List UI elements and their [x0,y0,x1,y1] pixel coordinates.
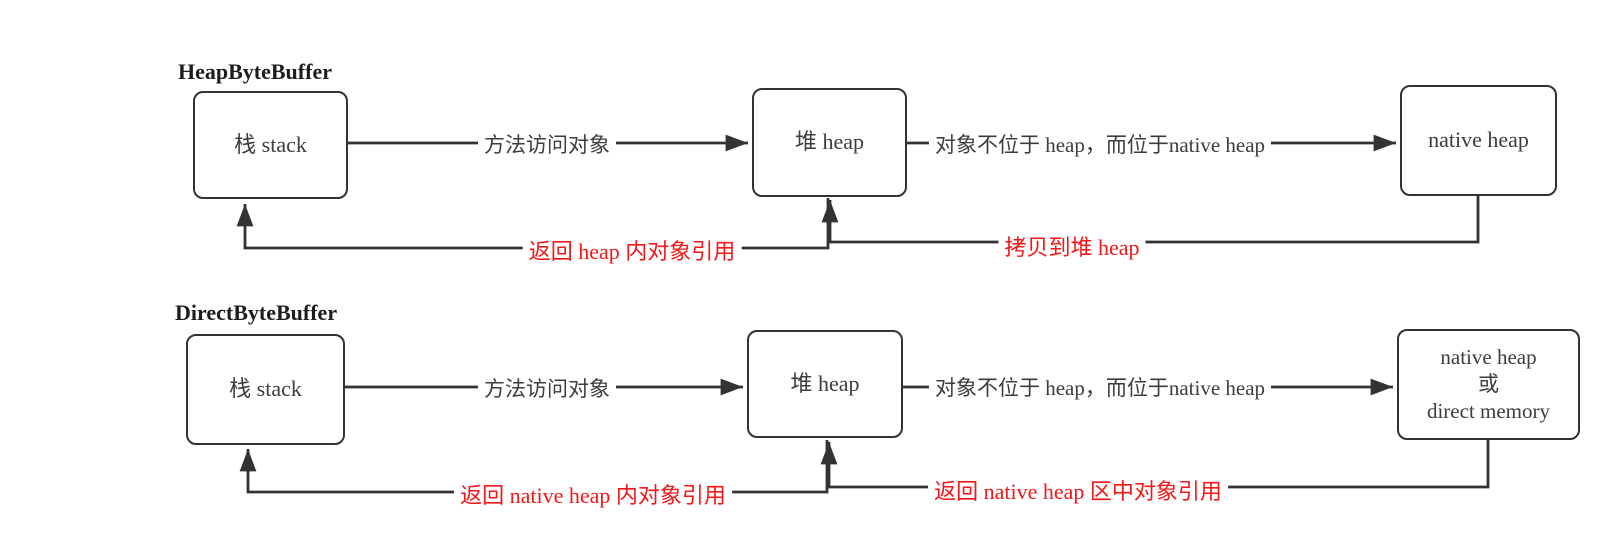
edge-label-return-native-ref-bottom: 返回 native heap 内对象引用 [454,477,732,511]
box-heap-bottom: 堆 heap [747,330,903,438]
edge-label-method-access-bottom: 方法访问对象 [478,372,616,404]
title-directbytebuffer: DirectByteBuffer [175,300,338,325]
title-heapbytebuffer: HeapByteBuffer [178,59,332,84]
edge-label-return-native-region-ref-bottom: 返回 native heap 区中对象引用 [928,473,1228,507]
box-native-or-direct-bottom-label: native heap 或 direct memory [1427,344,1550,426]
native-or-direct-line3: direct memory [1426,399,1551,424]
box-heap-top-label: 堆 heap [794,129,865,155]
edge-label-object-in-native-top: 对象不位于 heap，而位于native heap [928,128,1272,160]
box-stack-top: 栈 stack [193,91,348,199]
box-stack-bottom-label: 栈 stack [229,376,302,402]
edge-label-copy-to-heap-top: 拷贝到堆 heap [998,229,1146,263]
box-heap-top: 堆 heap [752,88,907,197]
edge-label-object-in-native-bottom: 对象不位于 heap，而位于native heap [928,371,1272,403]
edge-label-return-heap-ref-top: 返回 heap 内对象引用 [522,233,742,267]
arrow-copy-to-heap-top [821,196,1480,244]
box-heap-bottom-label: 堆 heap [790,370,860,396]
box-native-heap-top: native heap [1400,85,1557,196]
native-or-direct-line1: native heap [1440,344,1537,369]
box-stack-bottom: 栈 stack [186,334,345,445]
edge-label-method-access-top: 方法访问对象 [478,128,616,160]
box-native-or-direct-bottom: native heap 或 direct memory [1397,329,1580,440]
native-or-direct-line2: 或 [1477,371,1499,396]
box-native-heap-top-label: native heap [1428,127,1529,153]
box-stack-top-label: 栈 stack [234,131,307,157]
